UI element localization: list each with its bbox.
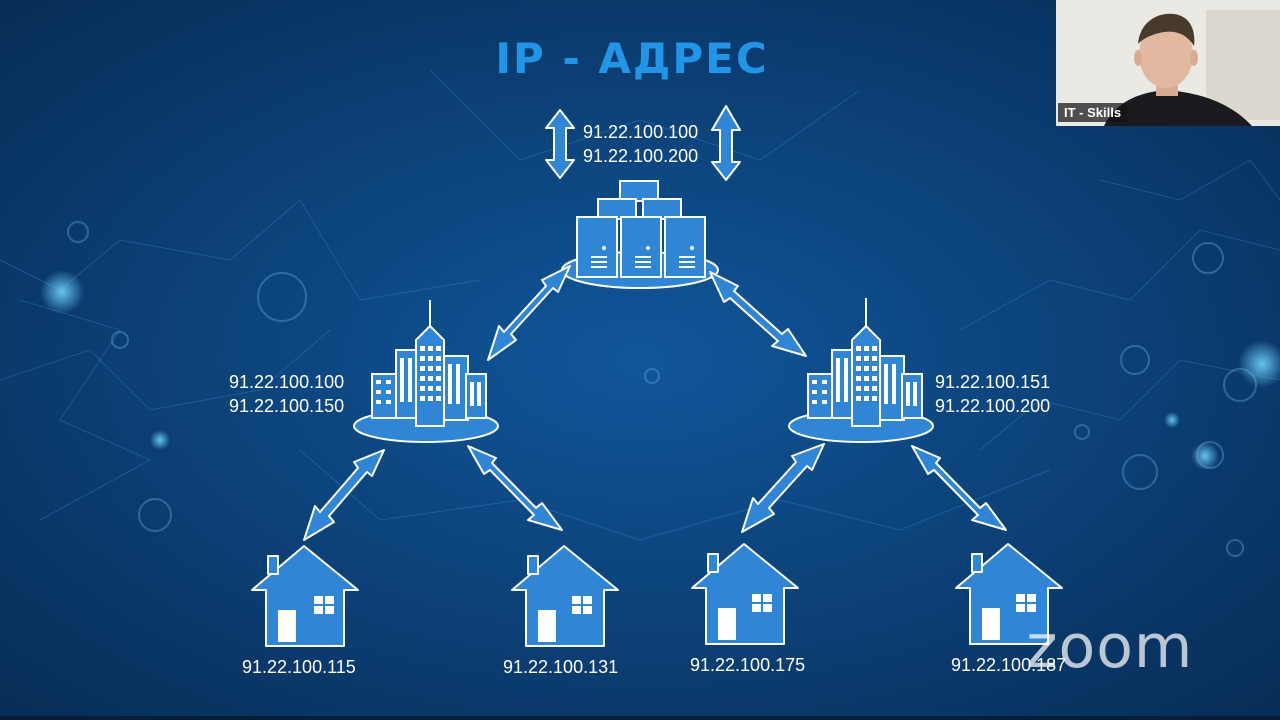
house-3-icon (691, 543, 799, 645)
left-city-icon (353, 300, 499, 443)
house-1-icon (251, 545, 359, 647)
house-4-icon (955, 543, 1063, 645)
upload-arrow-icon (545, 109, 575, 179)
left-city-ip-2: 91.22.100.150 (229, 396, 345, 416)
house-2-ip: 91.22.100.131 (503, 657, 619, 677)
left-city-ip-1: 91.22.100.100 (229, 372, 345, 392)
bottom-border (0, 716, 1280, 720)
participant-avatar (1056, 0, 1280, 126)
right-city-ip-1: 91.22.100.151 (935, 372, 1051, 392)
participant-name-label: IT - Skills (1058, 103, 1128, 122)
server-left-city-arrow-icon (487, 265, 571, 361)
participant-video-tile[interactable]: IT - Skills (1056, 0, 1280, 126)
download-arrow-icon (711, 105, 741, 181)
server-cluster-icon (561, 180, 719, 289)
zoom-watermark: zoom (1026, 612, 1194, 682)
house-1-ip: 91.22.100.115 (242, 657, 356, 677)
house-3-ip: 91.22.100.175 (690, 655, 806, 675)
server-ip-1: 91.22.100.100 (583, 122, 699, 142)
server-right-city-arrow-icon (709, 271, 807, 357)
right-city-icon (788, 298, 934, 443)
slide-title: IP - АДРЕС (495, 34, 769, 83)
left-city-house1-arrow-icon (303, 449, 385, 541)
house-4-ip: 91.22.100.187 (951, 655, 1067, 675)
right-city-house4-arrow-icon (911, 445, 1007, 531)
server-ip-2: 91.22.100.200 (583, 146, 699, 166)
left-city-house2-arrow-icon (467, 445, 563, 531)
right-city-house3-arrow-icon (741, 443, 825, 533)
house-2-icon (511, 545, 619, 647)
right-city-ip-2: 91.22.100.200 (935, 396, 1051, 416)
